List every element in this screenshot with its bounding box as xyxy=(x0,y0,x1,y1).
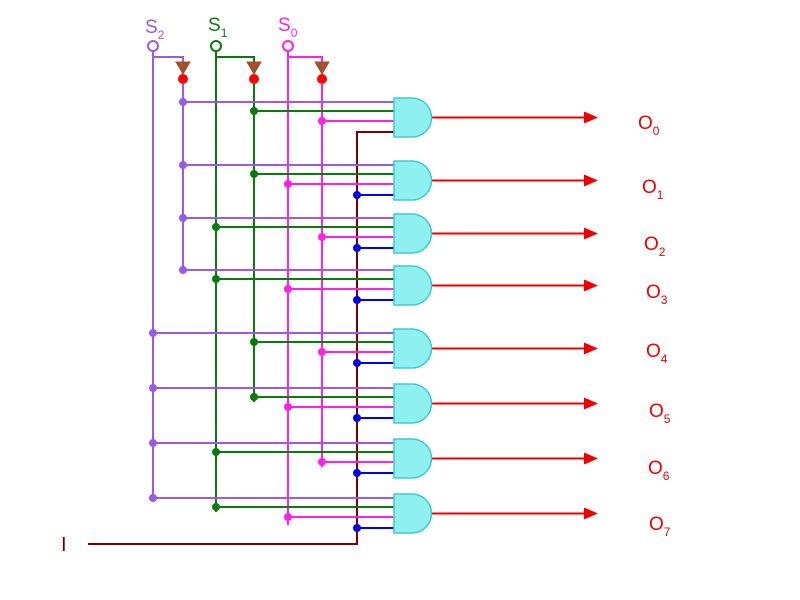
junction-dot xyxy=(179,98,187,106)
output-label-o3: O3 xyxy=(646,282,668,307)
input-terminal-icon xyxy=(282,40,294,52)
enable-junction-dot xyxy=(353,244,361,252)
and-gate-icon xyxy=(393,438,433,479)
junction-dot xyxy=(250,107,258,115)
not-gate-icon xyxy=(314,61,330,75)
not-gate-icon xyxy=(246,61,262,75)
enable-junction-dot xyxy=(353,414,361,422)
junction-dot xyxy=(284,513,292,521)
arrowhead-icon xyxy=(584,452,598,465)
enable-junction-dot xyxy=(353,469,361,477)
junction-dot xyxy=(212,448,220,456)
arrowhead-icon xyxy=(584,174,598,187)
junction-dot xyxy=(250,393,258,401)
enable-line xyxy=(88,131,394,545)
select-branch-wire xyxy=(287,51,323,62)
input-terminal-icon xyxy=(147,40,159,52)
enable-junction-dot xyxy=(353,359,361,367)
and-gate-icon xyxy=(393,213,433,254)
junction-dot xyxy=(179,266,187,274)
junction-dot xyxy=(318,117,326,125)
junction-dot xyxy=(179,214,187,222)
select-label-s0: S0 xyxy=(278,15,298,40)
output-label-o5: O5 xyxy=(649,401,671,426)
output-label-o1: O1 xyxy=(642,177,664,202)
not-gate-icon xyxy=(175,61,191,75)
junction-dot xyxy=(284,403,292,411)
select-branch-wire xyxy=(215,51,255,62)
junction-dot xyxy=(318,348,326,356)
arrowhead-icon xyxy=(584,397,598,410)
junction-dot xyxy=(250,338,258,346)
junction-dot xyxy=(179,161,187,169)
labels: S2 S1 S0 I O0 O1 O2 O3 O4 O5 O6 O7 xyxy=(61,15,671,556)
select-branch-wire xyxy=(152,51,184,62)
not-bubble-icon xyxy=(178,74,188,84)
arrowhead-icon xyxy=(584,227,598,240)
junction-dot xyxy=(318,233,326,241)
and-gate-icon xyxy=(393,383,433,424)
select-label-s2: S2 xyxy=(145,17,165,42)
junction-dot xyxy=(212,275,220,283)
arrowhead-icon xyxy=(584,111,598,124)
junction-dot xyxy=(149,439,157,447)
arrowhead-icon xyxy=(584,279,598,292)
and-gates xyxy=(393,97,433,534)
not-bubble-icon xyxy=(317,74,327,84)
junction-dot xyxy=(212,223,220,231)
junction-dot xyxy=(318,458,326,466)
and-gate-icon xyxy=(393,265,433,306)
arrowhead-icon xyxy=(584,342,598,355)
select-label-s1: S1 xyxy=(208,15,228,40)
arrowhead-icon xyxy=(584,507,598,520)
junction-dot xyxy=(284,180,292,188)
output-label-o6: O6 xyxy=(648,458,670,483)
enable-junction-dot xyxy=(353,524,361,532)
and-gate-icon xyxy=(393,493,433,534)
junction-dot xyxy=(212,503,220,511)
not-bubble-icon xyxy=(249,74,259,84)
and-gate-icon xyxy=(393,160,433,201)
output-label-o7: O7 xyxy=(649,514,671,539)
input-terminal-icon xyxy=(210,40,222,52)
wires xyxy=(88,40,598,545)
junction-dot xyxy=(149,329,157,337)
output-label-o2: O2 xyxy=(644,234,666,259)
junction-dot xyxy=(250,170,258,178)
junction-dot xyxy=(284,285,292,293)
and-gate-icon xyxy=(393,328,433,369)
enable-junction-dot xyxy=(353,296,361,304)
output-label-o0: O0 xyxy=(638,113,660,138)
junction-dot xyxy=(149,494,157,502)
junction-dot xyxy=(149,384,157,392)
input-label: I xyxy=(61,534,67,556)
and-gate-icon xyxy=(393,97,433,138)
junction-dots xyxy=(149,98,361,532)
enable-junction-dot xyxy=(353,191,361,199)
output-label-o4: O4 xyxy=(646,341,668,366)
